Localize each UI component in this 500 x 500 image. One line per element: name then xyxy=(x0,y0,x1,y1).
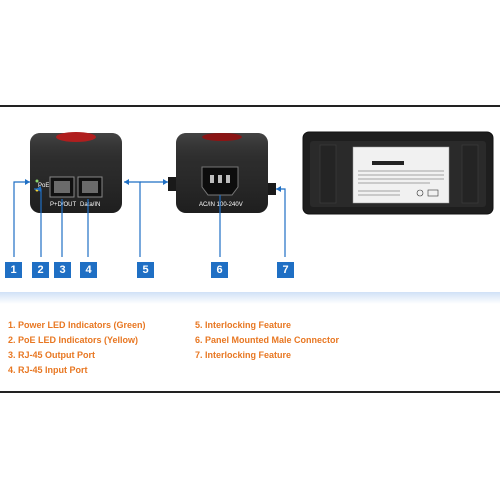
badge-7: 7 xyxy=(277,262,294,278)
legend-item-2: 2. PoE LED Indicators (Yellow) xyxy=(8,335,139,345)
legend-item-1: 1. Power LED Indicators (Green) xyxy=(8,320,146,330)
legend-item-5: 5. Interlocking Feature xyxy=(195,320,292,330)
badge-6: 6 xyxy=(211,262,228,278)
interlock-right xyxy=(268,183,276,195)
legend-item-4: 4. RJ-45 Input Port xyxy=(8,365,88,375)
interlock-left xyxy=(168,177,176,191)
poe-led-label: PoE xyxy=(38,183,49,189)
ac-input-label: AC/IN 100-240V xyxy=(199,202,243,208)
badge-3: 3 xyxy=(54,262,71,278)
power-led xyxy=(35,179,39,183)
device-illustration: PoE P+D/OUT Data/IN AC/IN 100-240V xyxy=(13,131,494,257)
badge-2: 2 xyxy=(32,262,49,278)
legend-item-6: 6. Panel Mounted Male Connector xyxy=(195,335,340,345)
red-accent-strip xyxy=(202,133,242,141)
top-divider xyxy=(0,105,500,107)
product-photo-panel: PoE P+D/OUT Data/IN AC/IN 100-240V xyxy=(0,107,500,297)
badge-5: 5 xyxy=(137,262,154,278)
panel-reflection xyxy=(0,292,500,304)
bottom-divider xyxy=(0,391,500,393)
badge-1: 1 xyxy=(5,262,22,278)
red-accent-strip xyxy=(56,132,96,142)
port-out-label: P+D/OUT xyxy=(50,202,77,208)
bottom-view-device xyxy=(302,131,494,215)
front-view-device: PoE P+D/OUT Data/IN xyxy=(30,132,122,213)
port-in-label: Data/IN xyxy=(80,202,100,208)
back-view-device: AC/IN 100-240V xyxy=(168,133,276,213)
leader-arrowheads xyxy=(25,179,281,192)
badge-4: 4 xyxy=(80,262,97,278)
legend-item-7: 7. Interlocking Feature xyxy=(195,350,292,360)
legend-item-3: 3. RJ-45 Output Port xyxy=(8,350,96,360)
